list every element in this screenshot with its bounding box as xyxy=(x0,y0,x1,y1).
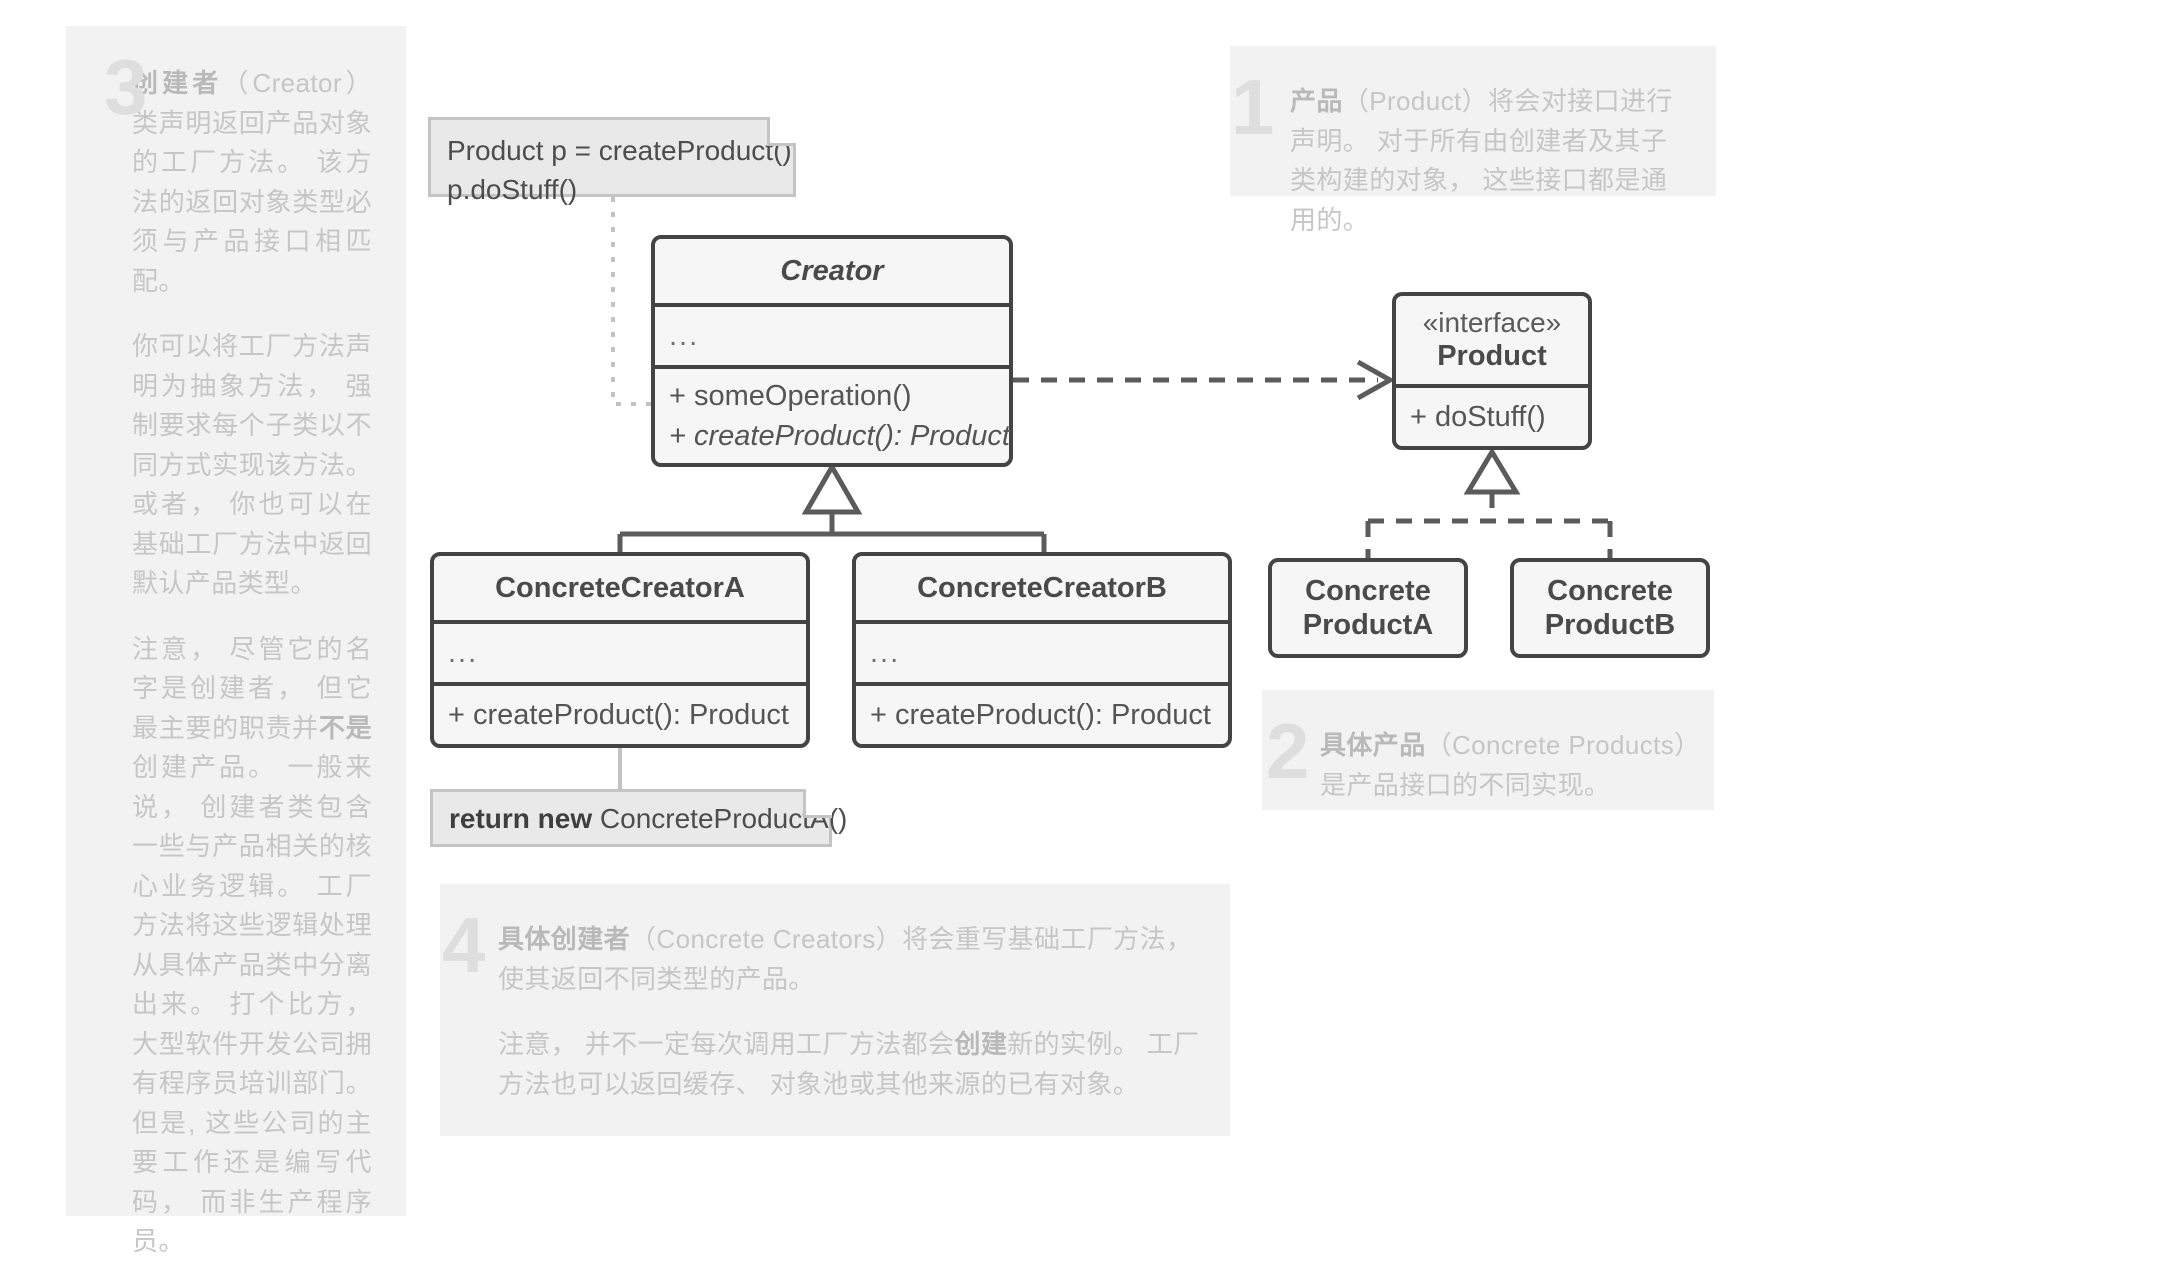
annotation-text: 注意， 尽管它的名字是创建者， 但它最主要的职责并 xyxy=(132,633,372,743)
note-line: p.doStuff() xyxy=(447,173,578,205)
note-keyword: return new xyxy=(449,803,593,834)
class-attributes-concrete-creator-b: ... xyxy=(856,620,1228,682)
class-box-concrete-product-b[interactable]: Concrete ProductB xyxy=(1510,558,1710,658)
annotation-emphasis: 创建 xyxy=(954,1029,1008,1060)
class-name-line: ProductB xyxy=(1544,609,1676,641)
note-fold-corner-icon xyxy=(767,117,796,146)
annotation-text: （Product）将会对接口进行声明。 对于所有由创建者及其子类构建的对象， 这… xyxy=(1290,86,1673,235)
class-operations-concrete-creator-b: + createProduct(): Product xyxy=(856,682,1228,744)
annotation-paragraph: 具体产品（Concrete Products）是产品接口的不同实现。 xyxy=(1320,726,1694,805)
note-fold-corner-icon xyxy=(803,789,832,818)
note-return-new: return new ConcreteProductA() xyxy=(430,789,847,847)
annotation-term: 具体产品 xyxy=(1320,730,1426,760)
annotation-paragraph: 产品（Product）将会对接口进行声明。 对于所有由创建者及其子类构建的对象，… xyxy=(1290,82,1690,240)
annotation-concrete-creators-body: 具体创建者（Concrete Creators）将会重写基础工厂方法， 使其返回… xyxy=(498,920,1208,1104)
operation-item: + someOperation() xyxy=(669,379,912,412)
operation-item: + createProduct(): Product xyxy=(669,420,1010,452)
annotation-term: 创建者 xyxy=(132,68,223,98)
annotation-product: 1 产品（Product）将会对接口进行声明。 对于所有由创建者及其子类构建的对… xyxy=(1230,46,1716,235)
annotation-text: 创建产品。 一般来说， 创建者类包含一些与产品相关的核心业务逻辑。 工厂方法将这… xyxy=(132,752,372,1257)
class-name-label: Product xyxy=(1437,340,1547,373)
generalization-creators xyxy=(617,462,1047,552)
class-attributes-concrete-creator-a: ... xyxy=(434,620,806,682)
class-box-concrete-product-a[interactable]: Concrete ProductA xyxy=(1268,558,1468,658)
class-operations-concrete-creator-a: + createProduct(): Product xyxy=(434,682,806,744)
class-name-line: Concrete xyxy=(1305,574,1431,607)
annotation-creator: 3 创建者（Creator）类声明返回产品对象的工厂方法。 该方法的返回对象类型… xyxy=(66,26,406,1256)
dependency-creator-product xyxy=(1013,359,1396,401)
annotation-concrete-products-body: 具体产品（Concrete Products）是产品接口的不同实现。 xyxy=(1320,726,1694,805)
class-box-product[interactable]: «interface» Product + doStuff() xyxy=(1392,292,1592,450)
class-operations-product: + doStuff() xyxy=(1396,384,1588,446)
class-name-concrete-product-b: Concrete ProductB xyxy=(1514,562,1706,654)
annotation-number-4: 4 xyxy=(442,901,486,989)
class-box-concrete-creator-a[interactable]: ConcreteCreatorA ... + createProduct(): … xyxy=(430,552,810,748)
annotation-creator-body: 创建者（Creator）类声明返回产品对象的工厂方法。 该方法的返回对象类型必须… xyxy=(132,64,372,1262)
operation-item: + createProduct(): Product xyxy=(870,698,1211,731)
annotation-number-2: 2 xyxy=(1266,707,1310,795)
annotation-paragraph: 注意， 并不一定每次调用工厂方法都会创建新的实例。 工厂方法也可以返回缓存、 对… xyxy=(498,1025,1208,1104)
class-attributes-creator: ... xyxy=(655,303,1009,365)
class-name-line: Concrete xyxy=(1547,574,1673,607)
annotation-product-body: 产品（Product）将会对接口进行声明。 对于所有由创建者及其子类构建的对象，… xyxy=(1290,82,1690,240)
annotation-emphasis: 不是 xyxy=(318,712,372,743)
annotation-number-3: 3 xyxy=(104,43,148,131)
realization-products xyxy=(1365,447,1613,558)
class-name-concrete-creator-a: ConcreteCreatorA xyxy=(495,571,745,604)
annotation-text: （Concrete Products）是产品接口的不同实现。 xyxy=(1320,730,1688,800)
annotation-text: （Concrete Creators）将会重写基础工厂方法， 使其返回不同类型的… xyxy=(498,924,1193,994)
class-name-concrete-creator-b: ConcreteCreatorB xyxy=(917,571,1167,604)
note-line: Product p = createProduct() xyxy=(447,135,792,166)
annotation-concrete-products: 2 具体产品（Concrete Products）是产品接口的不同实现。 xyxy=(1262,690,1714,810)
note-anchor-top xyxy=(611,197,651,406)
annotation-term: 具体创建者 xyxy=(498,924,631,954)
operation-item: + createProduct(): Product xyxy=(448,698,789,731)
annotation-concrete-creators: 4 具体创建者（Concrete Creators）将会重写基础工厂方法， 使其… xyxy=(440,884,1230,1136)
class-box-concrete-creator-b[interactable]: ConcreteCreatorB ... + createProduct(): … xyxy=(852,552,1232,748)
annotation-number-1: 1 xyxy=(1231,63,1275,151)
annotation-text: 新的实例。 工厂方法也可以返回缓存、 对象池或其他来源的已有对象。 xyxy=(498,1029,1200,1099)
class-name-line: ProductA xyxy=(1302,609,1434,641)
class-box-creator[interactable]: Creator ... + someOperation() + createPr… xyxy=(651,235,1013,467)
annotation-paragraph: 创建者（Creator）类声明返回产品对象的工厂方法。 该方法的返回对象类型必须… xyxy=(132,64,372,301)
annotation-paragraph: 注意， 尽管它的名字是创建者， 但它最主要的职责并不是创建产品。 一般来说， 创… xyxy=(132,630,372,1262)
annotation-paragraph: 你可以将工厂方法声明为抽象方法， 强制要求每个子类以不同方式实现该方法。 或者，… xyxy=(132,327,372,604)
operation-item: + doStuff() xyxy=(1410,400,1546,433)
annotation-text: 注意， 并不一定每次调用工厂方法都会 xyxy=(498,1029,955,1060)
class-name-product: «interface» Product xyxy=(1396,296,1588,384)
class-name-concrete-product-a: Concrete ProductA xyxy=(1272,562,1464,654)
annotation-text: （Creator）类声明返回产品对象的工厂方法。 该方法的返回对象类型必须与产品… xyxy=(132,68,373,296)
annotation-paragraph: 具体创建者（Concrete Creators）将会重写基础工厂方法， 使其返回… xyxy=(498,920,1208,999)
annotation-term: 产品 xyxy=(1290,86,1343,116)
annotation-text: 你可以将工厂方法声明为抽象方法， 强制要求每个子类以不同方式实现该方法。 或者，… xyxy=(132,331,372,599)
class-stereotype-interface: «interface» xyxy=(1422,307,1562,339)
note-product-call: Product p = createProduct() p.doStuff() xyxy=(428,117,796,205)
class-name-creator: Creator xyxy=(780,254,884,287)
class-operations-creator: + someOperation() + createProduct(): Pro… xyxy=(655,365,1010,463)
